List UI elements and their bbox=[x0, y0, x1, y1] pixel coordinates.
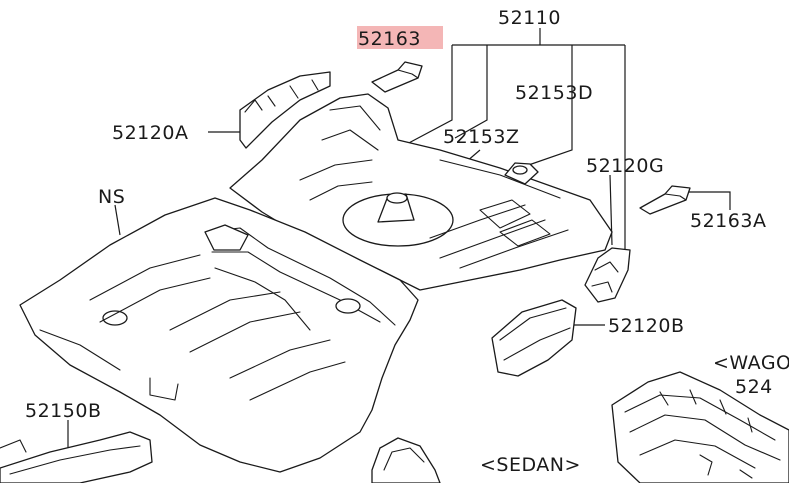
label-52110: 52110 bbox=[498, 7, 561, 29]
label-524: 524 bbox=[735, 376, 773, 398]
label-52163: 52163 bbox=[358, 28, 421, 50]
label-52150B: 52150B bbox=[25, 400, 101, 422]
label-wagon: <WAGO bbox=[713, 352, 789, 374]
label-52153Z: 52153Z bbox=[443, 126, 519, 148]
part-52163-bracket bbox=[371, 61, 423, 93]
label-52120B: 52120B bbox=[608, 315, 684, 337]
label-52153D: 52153D bbox=[515, 82, 593, 104]
label-52120A: 52120A bbox=[112, 122, 188, 144]
labels: 52163 52110 52153D 52120A 52153Z 52120G … bbox=[25, 7, 789, 476]
part-52150B bbox=[0, 431, 153, 483]
part-52120G bbox=[584, 247, 631, 303]
highlight-52163 bbox=[357, 26, 443, 49]
part-52120A bbox=[239, 71, 331, 149]
part-52163A bbox=[639, 185, 691, 215]
label-sedan: <SEDAN> bbox=[480, 454, 581, 476]
part-52120B bbox=[491, 299, 577, 377]
part-front-floor-NS bbox=[19, 197, 419, 473]
label-NS: NS bbox=[98, 186, 125, 208]
label-52163A: 52163A bbox=[690, 210, 766, 232]
part-52110-rear-floor bbox=[229, 93, 613, 291]
label-52120G: 52120G bbox=[586, 155, 664, 177]
part-sedan-panel bbox=[371, 437, 441, 483]
part-52153D bbox=[504, 162, 539, 185]
part-wagon-panel bbox=[611, 371, 789, 483]
